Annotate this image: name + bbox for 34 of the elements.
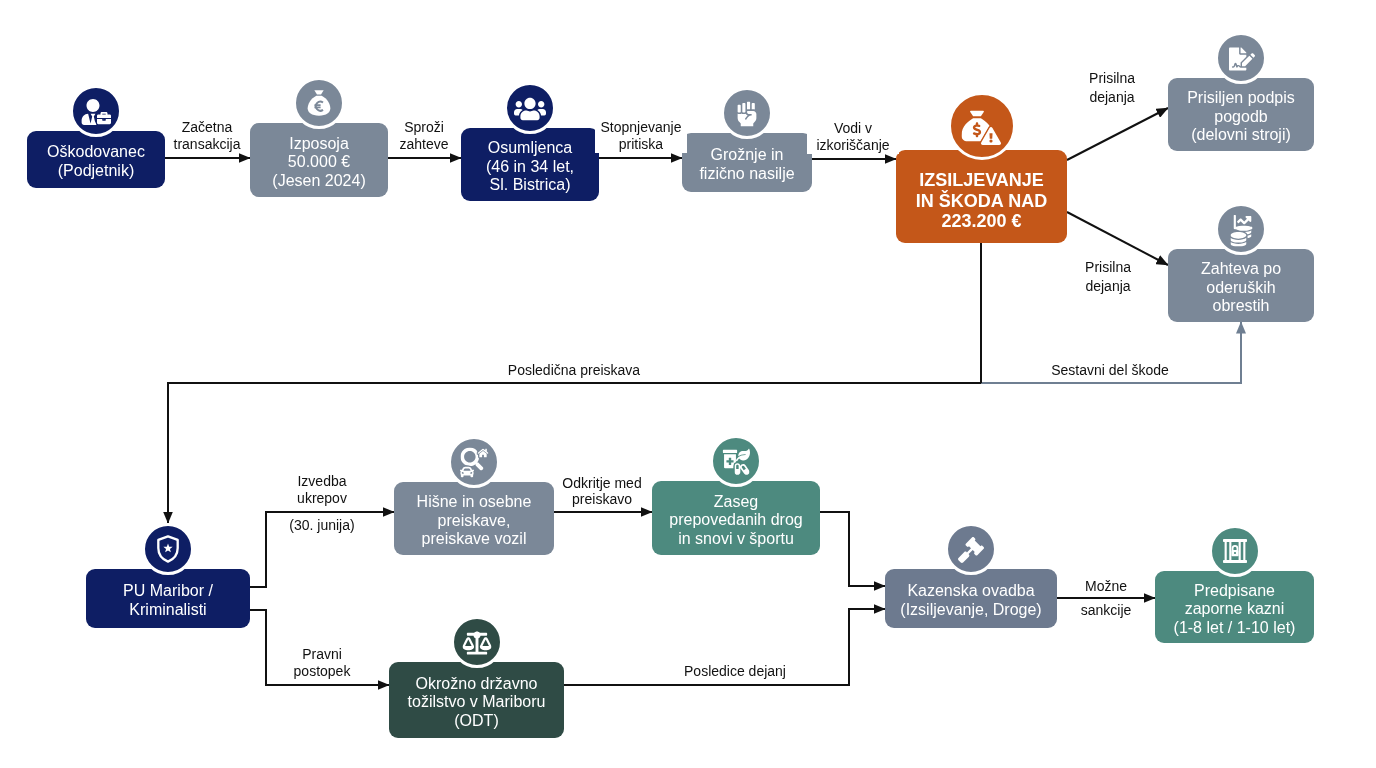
process-box: Kazenska ovadba (Izsiljevanje, Droge) [885, 569, 1057, 628]
date-label: (30. junija) [287, 516, 357, 534]
arrow [1056, 593, 1156, 603]
connector-line [980, 242, 982, 384]
arrow [819, 511, 886, 591]
edge-label: Posledična preiskava [505, 362, 643, 379]
process-box: Izposoja 50.000 € (Jesen 2024) [250, 123, 388, 197]
process-box: Okrožno državno tožilstvo v Mariboru (ODT) [389, 662, 564, 738]
arrow [980, 321, 1246, 384]
arrow [811, 154, 897, 164]
edge-label: Posledice dejanj [682, 663, 788, 680]
arrow [553, 507, 653, 517]
arrow [563, 604, 886, 686]
arrow [598, 153, 683, 163]
arrow [1066, 211, 1169, 266]
edge-label: Vodi v izkoriščanje [807, 120, 899, 154]
edge-label: Možne sankcije [1079, 577, 1133, 620]
arrow [163, 382, 982, 524]
process-box: Zahteva po oderuških obrestih [1168, 249, 1314, 322]
arrow [164, 153, 251, 163]
process-box: Hišne in osebne preiskave, preiskave vozil [394, 482, 554, 555]
process-box: Zaseg prepovedanih drog in snovi v športu [652, 481, 820, 555]
process-box: Prisiljen podpis pogodb (delovni stroji) [1168, 78, 1314, 151]
process-box: PU Maribor / Kriminalisti [86, 569, 250, 628]
arrow [1066, 107, 1169, 161]
edge-label: Stopnjevanje pritiska [595, 119, 687, 153]
arrow [249, 507, 395, 588]
process-box: Osumljenca (46 in 34 let, Sl. Bistrica) [461, 128, 599, 201]
process-box: Oškodovanec (Podjetnik) [27, 131, 165, 188]
process-box: Predpisane zaporne kazni (1-8 let / 1-10 let) [1155, 571, 1314, 643]
process-box: IZSILJEVANJE IN ŠKODA NAD 223.200 € [896, 150, 1067, 243]
arrow [387, 153, 462, 163]
arrow [249, 609, 390, 690]
process-box: Grožnje in fizično nasilje [682, 133, 812, 192]
